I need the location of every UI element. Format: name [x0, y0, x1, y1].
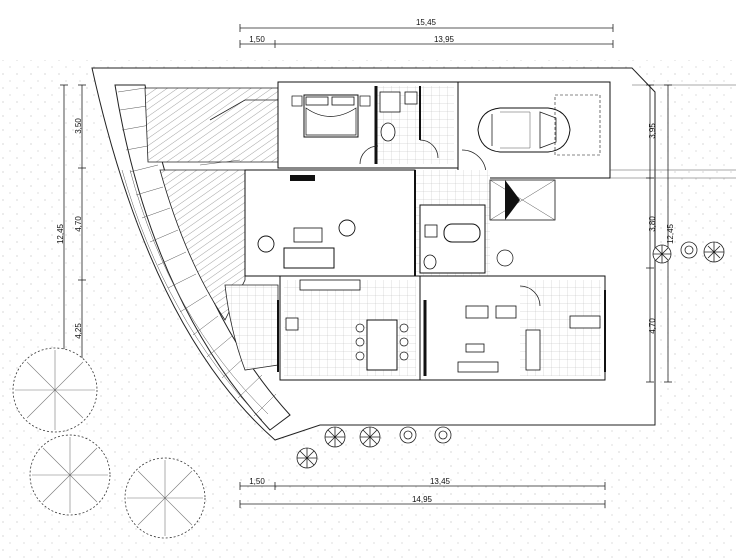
kitchen-counter [299, 279, 361, 291]
deck-lower [224, 284, 279, 371]
dining-table-icon [355, 319, 409, 371]
bath-door [419, 139, 439, 159]
cabinet-icon [525, 329, 541, 371]
tree-icon [12, 347, 98, 433]
tree-icon [29, 434, 111, 516]
dim-bottom-left: 1,50 [249, 477, 265, 486]
dim-left-seg-1: 3,50 [74, 118, 83, 134]
terrace-hatch [117, 87, 277, 417]
deck-stairs [159, 169, 246, 321]
dim-top-total: 15,45 [416, 18, 437, 27]
desk-icon [465, 305, 489, 319]
dim-right-seg-3: 4,70 [648, 318, 657, 334]
bottom-dimension-lines [239, 482, 606, 508]
armchair-icon [338, 219, 356, 237]
shrub-row [296, 241, 725, 469]
armchair-icon [257, 235, 275, 253]
dim-left-seg-2: 4,70 [74, 216, 83, 232]
deck-upper [144, 87, 279, 163]
dim-left-total: 12,45 [56, 223, 65, 244]
dim-top-right: 13,95 [434, 35, 455, 44]
toilet-icon [423, 254, 437, 270]
car-icon [477, 107, 571, 153]
dim-bottom-right: 13,45 [430, 477, 451, 486]
sink-icon [379, 91, 401, 113]
dim-right-seg-1: 3,95 [648, 123, 657, 139]
tv-unit [290, 175, 315, 181]
double-bed-icon [291, 94, 371, 138]
toilet-icon [380, 122, 396, 142]
coffee-table [293, 227, 323, 243]
bedroom-door [359, 145, 379, 165]
dim-left-seg-3: 4,25 [74, 323, 83, 339]
shrub-icon [496, 249, 514, 267]
bathtub-icon [443, 223, 481, 243]
right-dimension-lines [646, 84, 672, 383]
dim-right-total: 12,45 [666, 223, 675, 244]
work-desk-icon [569, 315, 601, 329]
tree-icon [124, 457, 206, 539]
dim-top-left: 1,50 [249, 35, 265, 44]
sofa-icon [283, 247, 335, 269]
top-dimension-lines [239, 24, 614, 48]
dim-bottom-total: 14,95 [412, 495, 433, 504]
dim-right-seg-2: 3,80 [648, 216, 657, 232]
